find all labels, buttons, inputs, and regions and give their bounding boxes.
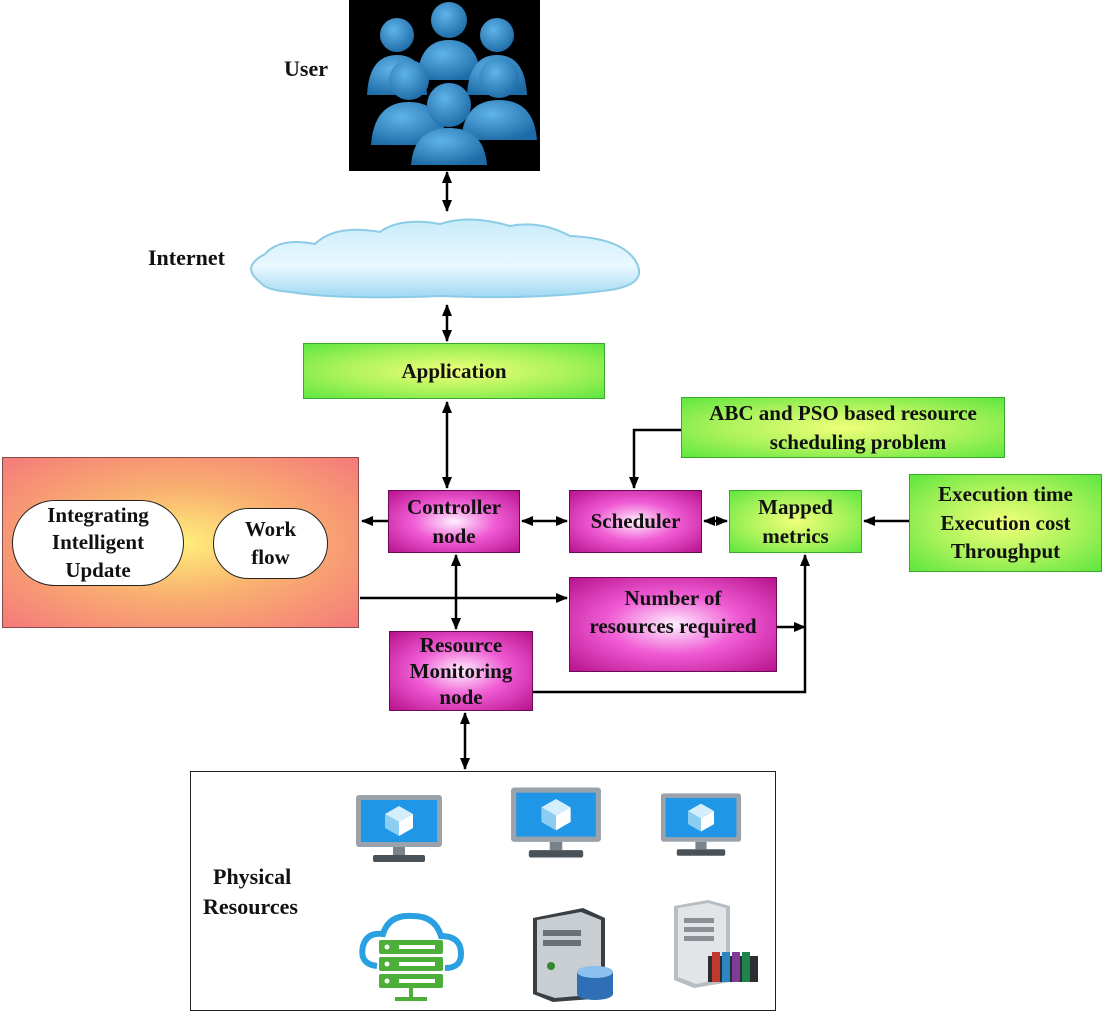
monitoring-line-1: Resource: [419, 632, 503, 657]
server-tower-icon: [668, 898, 764, 990]
mapped-line-2: metrics: [762, 523, 829, 548]
monitoring-line-2: Monitoring: [409, 658, 513, 683]
abc-pso-box: ABC and PSO based resource scheduling pr…: [681, 397, 1005, 458]
integrating-line-3: Update: [65, 557, 131, 582]
workflow-pill: Work flow: [213, 508, 328, 579]
exec-line-2: Execution cost: [940, 510, 1071, 535]
integrating-line-1: Integrating: [47, 503, 149, 528]
arrow-abc-scheduler: [629, 428, 681, 489]
integrating-update-pill: Integrating Intelligent Update: [12, 500, 184, 586]
exec-line-3: Throughput: [950, 539, 1061, 564]
controller-line-2: node: [432, 523, 476, 548]
number-resources-box: Number of resources required: [569, 577, 777, 672]
controller-line-1: Controller: [406, 495, 502, 520]
cloud-server-icon: [355, 906, 467, 1002]
abc-pso-line-1: ABC and PSO based resource: [709, 401, 977, 426]
workflow-line-1: Work: [244, 517, 297, 542]
abc-pso-line-2: scheduling problem: [769, 429, 947, 454]
physical-line-2: Resources: [203, 893, 298, 919]
monitor-icon: [355, 794, 443, 864]
mapped-line-1: Mapped: [758, 495, 833, 520]
number-line-2: resources required: [589, 614, 757, 639]
user-group-icon: [349, 0, 540, 171]
resource-monitoring-box: Resource Monitoring node: [389, 631, 533, 711]
internet-label: Internet: [148, 245, 225, 270]
workflow-line-2: flow: [251, 544, 290, 569]
number-line-1: Number of: [624, 586, 722, 610]
monitor-icon: [660, 792, 742, 858]
application-box: Application: [303, 343, 605, 399]
execution-metrics-box: Execution time Execution cost Throughput: [909, 474, 1102, 572]
physical-line-1: Physical: [213, 864, 292, 889]
mapped-metrics-box: Mapped metrics: [729, 490, 862, 553]
integrating-line-2: Intelligent: [51, 530, 145, 555]
monitoring-line-3: node: [439, 685, 483, 710]
database-server-icon: [523, 906, 619, 1002]
exec-line-1: Execution time: [938, 482, 1073, 507]
scheduler-box: Scheduler: [569, 490, 702, 553]
controller-node-box: Controller node: [388, 490, 520, 553]
cloud-icon: [240, 212, 650, 302]
monitor-icon: [510, 786, 602, 860]
physical-resources-label: Physical Resources: [203, 862, 298, 921]
user-label: User: [284, 56, 328, 81]
